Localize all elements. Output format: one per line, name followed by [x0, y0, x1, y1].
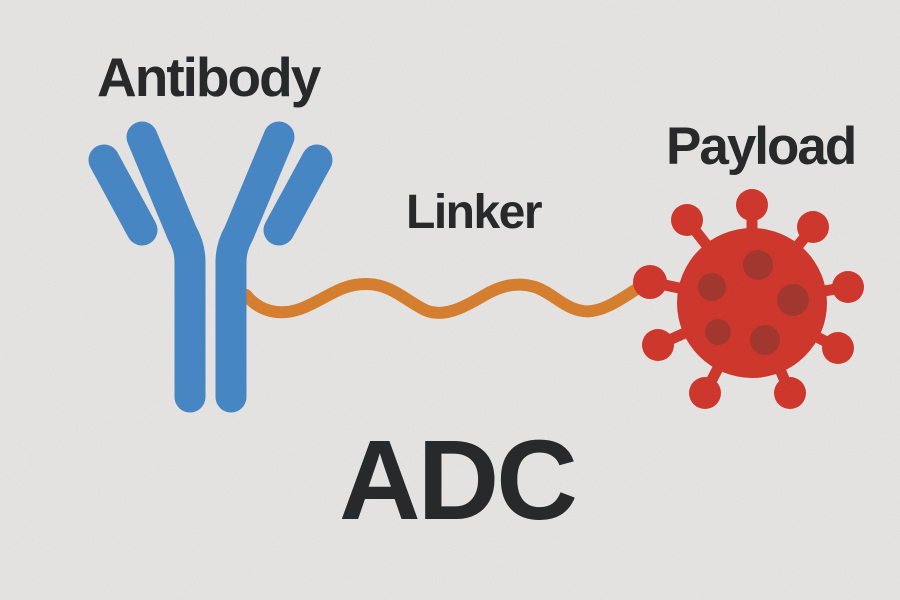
adc-title: ADC [339, 417, 578, 543]
antibody-label: Antibody [97, 46, 321, 108]
linker-label: Linker [406, 186, 543, 239]
payload-label: Payload [666, 117, 857, 176]
